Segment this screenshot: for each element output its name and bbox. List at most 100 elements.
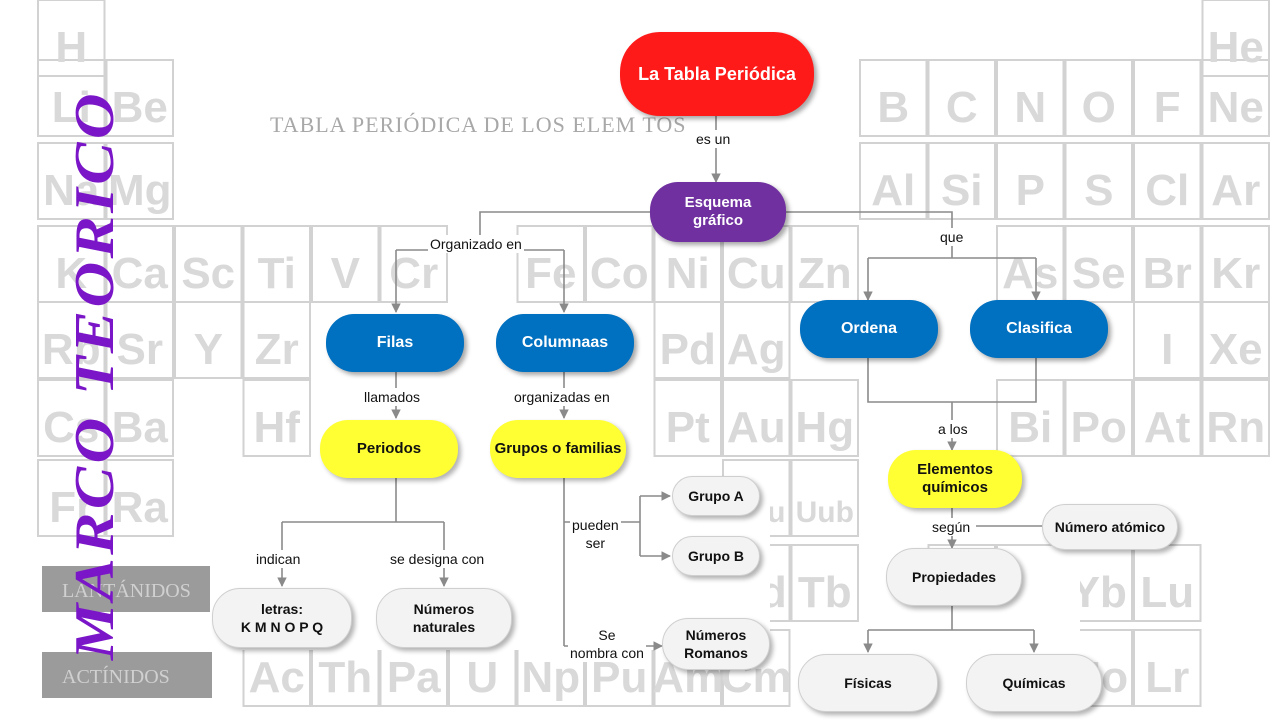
bg-element-cell xyxy=(996,142,1065,220)
bg-element-cell xyxy=(722,301,791,379)
bg-element-symbol: Si xyxy=(941,166,983,215)
bg-element-symbol: S xyxy=(1084,166,1113,215)
bg-element-symbol: Hf xyxy=(254,403,301,452)
bg-element-cell xyxy=(37,142,106,220)
bg-element-cell xyxy=(927,142,996,220)
bg-element-symbol: Br xyxy=(1143,249,1192,298)
bg-element-symbol: Pt xyxy=(666,403,710,452)
lanthanides-label: LANTÁNIDOS xyxy=(62,579,191,602)
bg-element-symbol: Lr xyxy=(1145,653,1189,702)
bg-element-cell xyxy=(1201,379,1270,457)
bg-element-symbol: Fe xyxy=(525,249,576,298)
node-numero-atomico: Número atómico xyxy=(1042,504,1178,550)
bg-element-cell xyxy=(1201,142,1270,220)
bg-element-symbol: Zr xyxy=(255,325,299,374)
bg-element-symbol: Se xyxy=(1072,249,1126,298)
link-a-los: a los xyxy=(936,420,970,438)
bg-element-symbol: Hg xyxy=(795,403,854,452)
bg-element-symbol: Sr xyxy=(117,325,163,374)
bg-element-symbol: Ba xyxy=(112,403,169,452)
bg-element-cell xyxy=(1133,301,1202,379)
bg-element-symbol: Yb xyxy=(1071,568,1127,617)
link-indican: indican xyxy=(254,550,303,568)
bg-element-cell xyxy=(1064,142,1133,220)
bg-element-symbol: K xyxy=(55,249,87,298)
bg-element-symbol: F xyxy=(1154,83,1181,132)
bg-element-symbol: Y xyxy=(194,325,223,374)
bg-element-cell xyxy=(722,379,791,457)
bg-element-symbol: Lu xyxy=(1140,568,1194,617)
lanthanides-bar xyxy=(42,566,212,612)
bg-element-symbol: Fr xyxy=(49,483,93,532)
bg-element-symbol: O xyxy=(1082,83,1116,132)
bg-element-cell xyxy=(379,225,448,303)
bg-element-cell xyxy=(996,379,1065,457)
bg-element-cell xyxy=(585,225,654,303)
link-se-designa-con: se designa con xyxy=(388,550,487,568)
bg-element-cell xyxy=(311,225,380,303)
bg-element-cell xyxy=(790,544,859,622)
bg-element-symbol: Ni xyxy=(666,249,710,298)
node-filas: Filas xyxy=(326,314,464,372)
bg-element-cell xyxy=(859,59,928,137)
bg-element-symbol: Au xyxy=(727,403,786,452)
link-llamados: llamados xyxy=(362,388,423,406)
bg-element-cell xyxy=(37,301,106,379)
bg-element-cell xyxy=(1133,59,1202,137)
bg-element-symbol: At xyxy=(1144,403,1191,452)
node-periodos: Periodos xyxy=(320,420,458,478)
bg-element-symbol: Cl xyxy=(1145,166,1189,215)
node-fisicas: Físicas xyxy=(798,654,938,712)
bg-element-symbol: V xyxy=(331,249,361,298)
bg-element-cell xyxy=(790,379,859,457)
bg-element-symbol: Na xyxy=(43,166,100,215)
bg-element-cell xyxy=(1201,301,1270,379)
bg-element-cell xyxy=(105,459,174,537)
bg-element-symbol: Bi xyxy=(1008,403,1052,452)
side-title: MARCO TEORICO xyxy=(64,90,126,661)
bg-element-symbol: U xyxy=(466,653,498,702)
bg-element-symbol: Pd xyxy=(660,325,716,374)
bg-element-cell xyxy=(37,0,106,77)
bg-element-symbol: Be xyxy=(112,83,168,132)
bg-element-cell xyxy=(996,59,1065,137)
bg-element-symbol: Ne xyxy=(1208,83,1264,132)
bg-element-symbol: Li xyxy=(52,83,91,132)
node-grupo-b: Grupo B xyxy=(672,536,760,576)
bg-element-symbol: H xyxy=(55,23,87,72)
link-se-nombra-con: Se nombra con xyxy=(568,626,646,662)
link-pueden-ser: pueden ser xyxy=(570,516,621,552)
bg-element-symbol: Mg xyxy=(108,166,172,215)
actinides-bar xyxy=(42,652,212,698)
bg-element-cell xyxy=(516,225,585,303)
bg-element-symbol: As xyxy=(1002,249,1058,298)
bg-element-cell xyxy=(859,142,928,220)
bg-element-cell xyxy=(105,142,174,220)
bg-element-symbol: C xyxy=(946,83,978,132)
node-numeros-romanos: Números Romanos xyxy=(662,618,770,670)
bg-element-symbol: I xyxy=(1161,325,1173,374)
link-organizado-en: Organizado en xyxy=(428,235,524,253)
bg-element-cell xyxy=(790,459,859,537)
node-propiedades: Propiedades xyxy=(886,548,1022,606)
svg-text:MARCO TEORICO: MARCO TEORICO xyxy=(64,90,126,661)
bg-element-symbol: Ar xyxy=(1211,166,1260,215)
bg-element-cell xyxy=(242,301,311,379)
bg-element-symbol: Cr xyxy=(389,249,438,298)
bg-element-symbol: Sc xyxy=(181,249,235,298)
node-grupo-a: Grupo A xyxy=(672,476,760,516)
bg-element-cell xyxy=(37,379,106,457)
link-organizadas-en: organizadas en xyxy=(512,388,612,406)
bg-element-symbol: Xe xyxy=(1209,325,1263,374)
bg-element-symbol: P xyxy=(1016,166,1045,215)
bg-element-symbol: Rb xyxy=(42,325,101,374)
bg-element-cell xyxy=(1133,629,1202,707)
bg-element-symbol: Tb xyxy=(798,568,852,617)
bg-element-symbol: Al xyxy=(871,166,915,215)
bg-element-cell xyxy=(174,301,243,379)
bg-element-cell xyxy=(653,379,722,457)
actinides-label: ACTÍNIDOS xyxy=(62,665,170,688)
bg-element-cell xyxy=(242,379,311,457)
node-grupos-o-familias: Grupos o familias xyxy=(490,420,626,478)
bg-element-cell xyxy=(1064,225,1133,303)
